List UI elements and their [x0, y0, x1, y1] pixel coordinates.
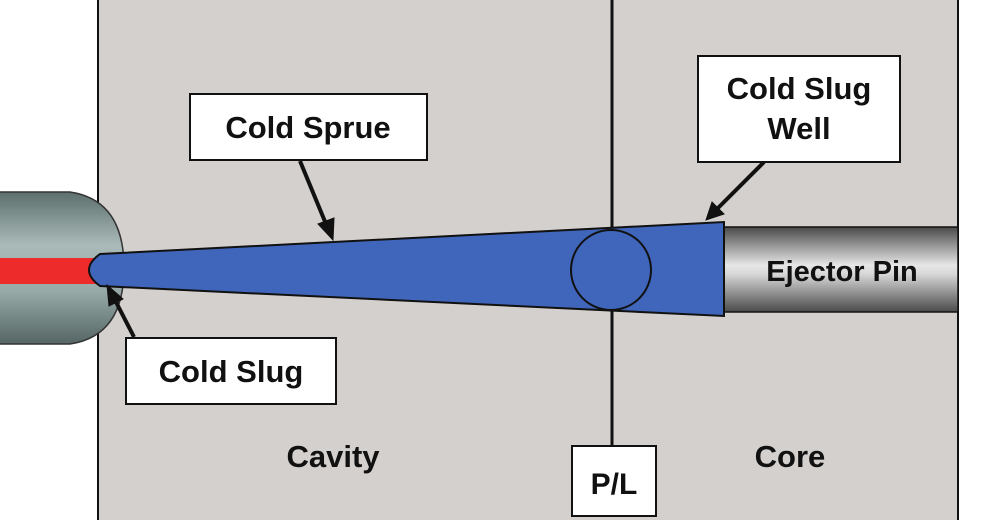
parting-line-label: P/L: [591, 468, 638, 501]
pointer-arrows: [106, 160, 766, 338]
cold-sprue-arrow: [298, 160, 328, 225]
cold-slug-arrow: [114, 301, 136, 338]
cold-slug-well-callout: Cold Slug Well: [697, 55, 901, 163]
core-label: Core: [755, 439, 826, 474]
ejector-pin-icon: Ejector Pin: [721, 226, 959, 313]
cold-slug-well-label-line1: Cold Slug: [727, 71, 872, 106]
cold-sprue: [88, 220, 725, 318]
cold-slug-label: Cold Slug: [159, 354, 304, 389]
ejector-pin-label: Ejector Pin: [766, 256, 918, 288]
cold-slug-well-label-line2: Well: [767, 111, 830, 146]
cold-sprue-label: Cold Sprue: [225, 110, 390, 145]
cavity-label: Cavity: [286, 439, 380, 474]
runner-circle: [570, 229, 652, 311]
parting-line-callout: P/L: [571, 445, 657, 517]
cold-slug-callout: Cold Slug: [125, 337, 337, 405]
cold-sprue-callout: Cold Sprue: [189, 93, 428, 161]
cold-slug-well-arrow: [716, 160, 766, 210]
